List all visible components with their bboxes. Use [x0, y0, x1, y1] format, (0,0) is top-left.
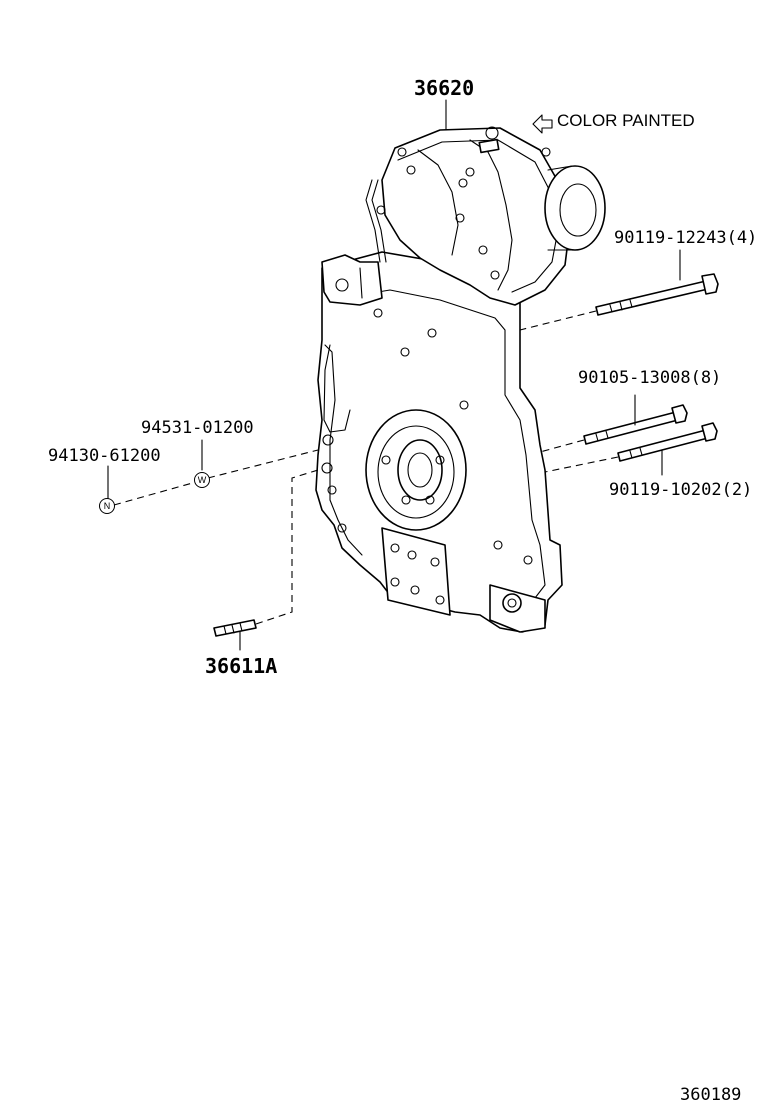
label-90119-10202: 90119-10202(2) [609, 480, 753, 500]
leader-lines [107, 99, 681, 651]
bolt-90119-10202 [617, 422, 718, 462]
washer-marker-icon: W [194, 472, 210, 488]
hollow-arrow-left-icon [532, 114, 553, 134]
label-color-painted: COLOR PAINTED [557, 111, 695, 130]
label-36611A: 36611A [205, 654, 278, 678]
bolt-90105-13008 [583, 404, 688, 445]
front-housing-plate [315, 251, 563, 633]
bolt-90119-12243 [595, 273, 719, 316]
label-36620: 36620 [414, 76, 475, 100]
figure-code: 360189 [680, 1085, 742, 1105]
label-94531-01200: 94531-01200 [141, 418, 254, 438]
label-90105-13008: 90105-13008(8) [578, 368, 722, 388]
stud-36611A [213, 619, 257, 637]
nut-marker-icon: N [99, 498, 115, 514]
extension-housing [321, 126, 606, 306]
label-94130-61200: 94130-61200 [48, 446, 161, 466]
label-90119-12243: 90119-12243(4) [614, 228, 758, 248]
